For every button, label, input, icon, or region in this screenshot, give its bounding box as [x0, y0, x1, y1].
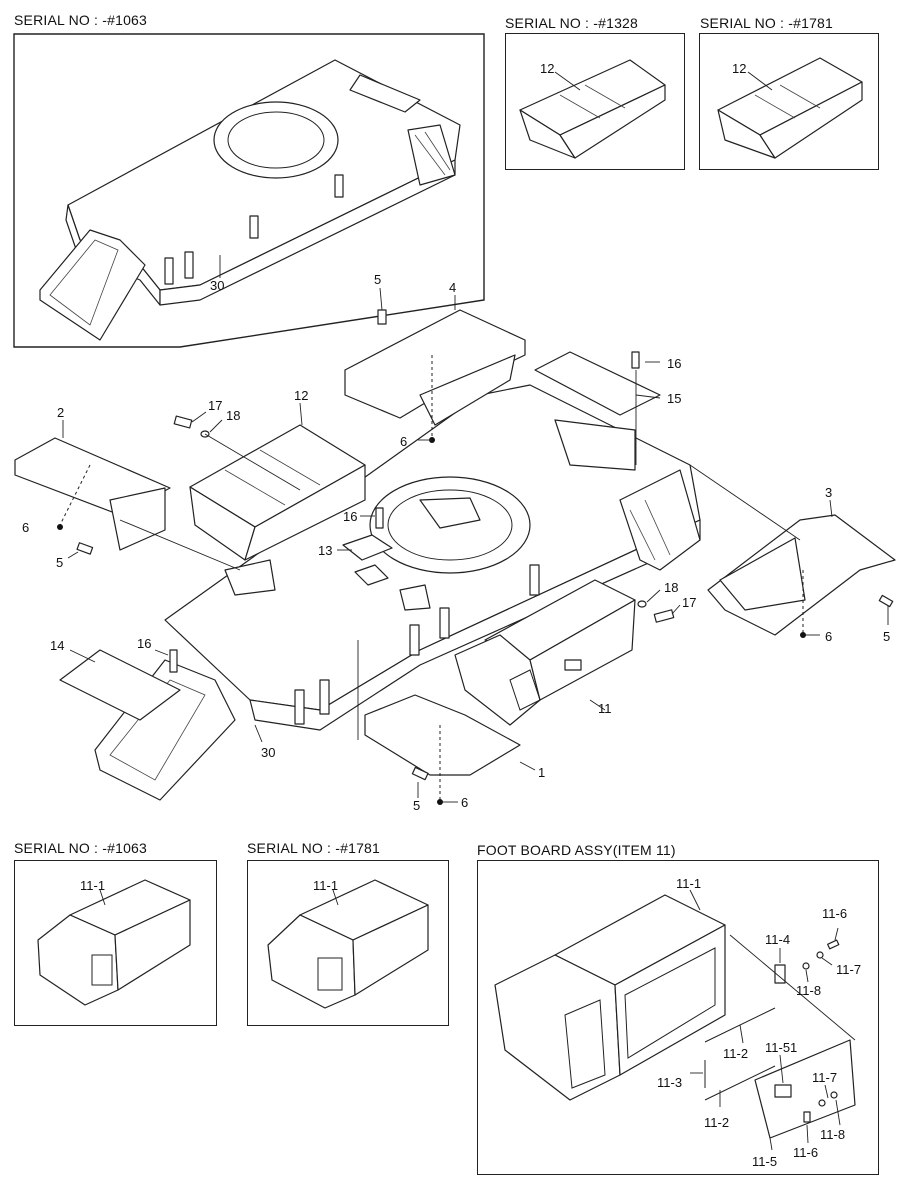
callout-30-top: 30 [210, 278, 224, 293]
serial-caption-bottom-left: SERIAL NO : -#1063 [14, 840, 148, 856]
callout-11-2-a: 11-2 [723, 1046, 748, 1061]
part-4-plate [344, 295, 526, 443]
callout-30-main: 30 [261, 745, 275, 760]
part-1-plate [357, 640, 536, 805]
callout-12-inset-b: 12 [732, 61, 746, 76]
callout-11-2-b: 11-2 [704, 1115, 729, 1130]
part-12-inset-1781 [717, 57, 863, 159]
callout-11-1-b: 11-1 [313, 878, 338, 893]
bolt-16-ring [360, 507, 384, 529]
callout-6-d: 6 [461, 795, 468, 810]
bolt-5-top [377, 287, 387, 325]
part-15-plate [534, 351, 661, 465]
part-13-plate [337, 534, 393, 586]
callout-11-1-c: 11-1 [676, 876, 701, 891]
callout-11-8-b: 11-8 [820, 1127, 845, 1142]
serial-caption-top-right: SERIAL NO : -#1781 [700, 15, 834, 31]
part-3-plate [689, 464, 896, 638]
callout-3: 3 [825, 485, 832, 500]
callout-17-b: 17 [682, 595, 696, 610]
serial-caption-top-left: SERIAL NO : -#1063 [14, 12, 148, 28]
callout-4: 4 [449, 280, 456, 295]
callout-16-b: 16 [343, 509, 357, 524]
callout-11-6-a: 11-6 [822, 906, 847, 921]
part-2-plate [14, 420, 241, 571]
part-14-plate [59, 649, 181, 721]
callout-11-4: 11-4 [765, 932, 790, 947]
callout-11-5: 11-5 [752, 1154, 777, 1169]
callout-16-c: 16 [137, 636, 151, 651]
callout-11-1-a: 11-1 [80, 878, 105, 893]
callout-18-a: 18 [226, 408, 240, 423]
callout-5-d: 5 [413, 798, 420, 813]
callout-6-b: 6 [22, 520, 29, 535]
part-11-1-inset-1781 [267, 879, 429, 1009]
callout-16-a: 16 [667, 356, 681, 371]
callout-11-3: 11-3 [657, 1075, 682, 1090]
callout-6-a: 6 [400, 434, 407, 449]
main-frame-drawing [94, 384, 701, 801]
callout-6-c: 6 [825, 629, 832, 644]
part-11-footboard [454, 579, 636, 726]
callout-11-7-a: 11-7 [836, 962, 861, 977]
callout-18-b: 18 [664, 580, 678, 595]
callout-12-main: 12 [294, 388, 308, 403]
foot-board-assy-caption: FOOT BOARD ASSY(ITEM 11) [477, 842, 676, 858]
callout-5-a: 5 [374, 272, 381, 287]
callout-2: 2 [57, 405, 64, 420]
leader-30-main [254, 724, 263, 743]
serial-caption-top-mid: SERIAL NO : -#1328 [505, 15, 639, 31]
foot-board-assy-drawing [494, 889, 856, 1151]
inset-frame-top-left [13, 33, 485, 348]
bolt-17-18-right [637, 589, 681, 623]
callout-11: 11 [598, 701, 612, 716]
bolt-5-left [67, 542, 94, 559]
callout-12-inset-a: 12 [540, 61, 554, 76]
bolt-17-18-left [173, 411, 301, 491]
serial-caption-bottom-mid: SERIAL NO : -#1781 [247, 840, 381, 856]
callout-11-7-b: 11-7 [812, 1070, 837, 1085]
callout-11-6-b: 11-6 [793, 1145, 818, 1160]
callout-11-8-a: 11-8 [796, 983, 821, 998]
part-11-1-inset-1063 [37, 879, 191, 1006]
frame-top-drawing [39, 59, 461, 341]
callout-13: 13 [318, 543, 332, 558]
callout-5-c: 5 [883, 629, 890, 644]
part-12-box [189, 402, 366, 561]
callout-1: 1 [538, 765, 545, 780]
callout-5-b: 5 [56, 555, 63, 570]
callout-17-a: 17 [208, 398, 222, 413]
callout-15: 15 [667, 391, 681, 406]
callout-11-51: 11-51 [765, 1040, 797, 1055]
part-12-inset-1328 [519, 59, 666, 159]
callout-14: 14 [50, 638, 64, 653]
